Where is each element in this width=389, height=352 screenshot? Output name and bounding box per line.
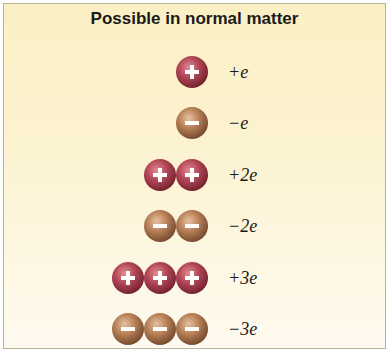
proton-ball — [176, 159, 208, 191]
proton-ball — [176, 262, 208, 294]
electron-ball — [144, 210, 176, 242]
charge-label: +2e — [228, 165, 257, 186]
proton-ball — [144, 159, 176, 191]
electron-ball — [144, 313, 176, 345]
charge-label: −e — [228, 113, 248, 134]
panel-title: Possible in normal matter — [0, 9, 389, 29]
electron-ball — [176, 107, 208, 139]
charge-label: +e — [228, 62, 248, 83]
electron-ball — [176, 210, 208, 242]
proton-ball — [176, 56, 208, 88]
proton-ball — [144, 262, 176, 294]
charge-label: +3e — [228, 268, 257, 289]
electron-ball — [176, 313, 208, 345]
charge-label: −2e — [228, 216, 257, 237]
proton-ball — [112, 262, 144, 294]
electron-ball — [112, 313, 144, 345]
charge-label: −3e — [228, 319, 257, 340]
